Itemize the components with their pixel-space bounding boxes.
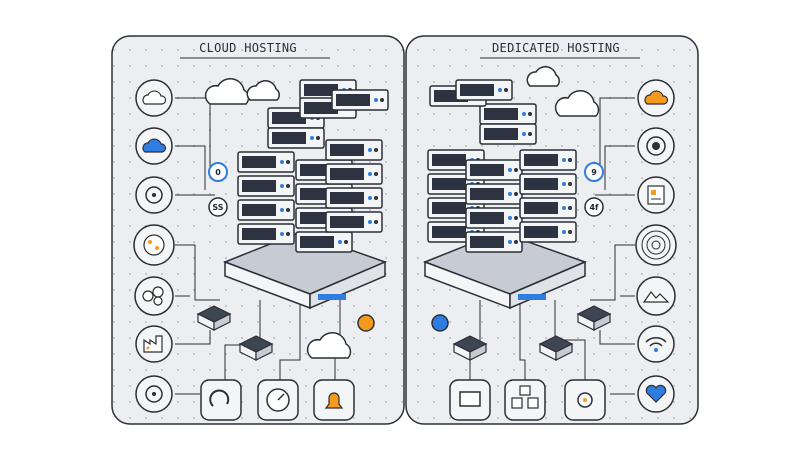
badge-9: 9 [584, 162, 604, 182]
cookie-icon[interactable] [133, 224, 175, 266]
left-badges: 0 SS [208, 162, 375, 332]
right-badges: 9 4f [431, 162, 604, 332]
refresh-icon[interactable] [200, 379, 242, 421]
cloud-sun-icon[interactable] [637, 79, 675, 117]
connector-lines [175, 97, 635, 395]
landscape-icon[interactable] [636, 276, 676, 316]
badge-ss: SS [208, 197, 228, 217]
orange-badge [357, 314, 375, 332]
monitor-icon[interactable] [449, 379, 491, 421]
wifi-icon[interactable] [637, 325, 675, 363]
heart-shield-icon[interactable] [637, 375, 675, 413]
radar-icon[interactable] [635, 224, 677, 266]
cloud-icon[interactable] [135, 79, 173, 117]
left-bottom-icons [200, 379, 355, 421]
bell-icon[interactable] [313, 379, 355, 421]
badge-0: 0 [208, 162, 228, 182]
cloud-sync-icon[interactable] [135, 127, 173, 165]
svg-text:4f: 4f [589, 203, 599, 212]
left-panel-title: CLOUD HOSTING [199, 41, 297, 55]
right-side-icons [635, 79, 677, 413]
cloud-cluster-icon[interactable] [134, 276, 174, 316]
badge-4f: 4f [584, 197, 604, 217]
disk-icon[interactable] [135, 176, 173, 214]
left-clouds [204, 78, 352, 359]
star-gear-icon[interactable] [564, 379, 606, 421]
right-bottom-icons [449, 379, 606, 421]
target-icon[interactable] [637, 127, 675, 165]
left-side-icons [133, 79, 175, 413]
svg-text:0: 0 [215, 168, 221, 177]
right-clouds [526, 66, 600, 117]
left-server-stack [222, 79, 389, 310]
factory-icon[interactable] [135, 325, 173, 363]
document-icon[interactable] [637, 176, 675, 214]
right-server-stack [422, 79, 588, 310]
blue-badge [431, 314, 449, 332]
svg-text:SS: SS [212, 203, 223, 212]
network-icon[interactable] [504, 379, 546, 421]
gauge-icon[interactable] [257, 379, 299, 421]
cd-icon[interactable] [135, 375, 173, 413]
right-panel-title: DEDICATED HOSTING [492, 41, 620, 55]
svg-text:9: 9 [591, 168, 597, 177]
